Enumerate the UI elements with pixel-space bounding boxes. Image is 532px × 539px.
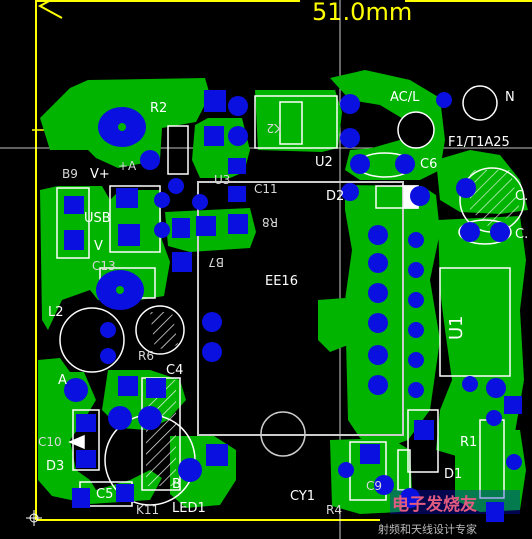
pads bbox=[64, 90, 522, 522]
label-plus: +A bbox=[118, 159, 137, 173]
label-c11: C11 bbox=[254, 182, 278, 196]
label-d3: D3 bbox=[46, 459, 64, 474]
label-r8: R8 bbox=[262, 215, 278, 229]
label-led1: LED1 bbox=[172, 501, 206, 516]
label-c5: C5 bbox=[96, 487, 113, 502]
label-c10: C10 bbox=[38, 435, 62, 449]
label-v: V bbox=[94, 239, 103, 254]
label-a: A bbox=[58, 373, 67, 388]
label-ac-l: AC/L bbox=[390, 90, 420, 105]
label-r2: R2 bbox=[150, 101, 167, 116]
board-outline bbox=[35, 0, 532, 521]
pad-holes bbox=[116, 123, 126, 294]
label-c-right2: C. bbox=[515, 227, 528, 242]
label-d2: D2 bbox=[326, 189, 344, 204]
label-c9: C9 bbox=[366, 479, 382, 493]
label-u1: U1 bbox=[446, 315, 467, 340]
label-c-right1: C. bbox=[515, 189, 528, 204]
label-k2: K2 bbox=[266, 121, 282, 135]
label-c13: C13 bbox=[92, 259, 116, 273]
label-vplus: V+ bbox=[90, 167, 110, 182]
origin-marker bbox=[26, 510, 42, 526]
label-usb: USB bbox=[84, 211, 111, 226]
label-u2: U2 bbox=[315, 155, 333, 170]
label-c4: C4 bbox=[166, 363, 183, 378]
label-b7: B7 bbox=[208, 255, 224, 269]
silk-labels: R2 AC/L N K2 F1/T1A25 U2 C6 C11 D2 B9 V+… bbox=[38, 90, 528, 517]
label-l2: L2 bbox=[48, 305, 64, 320]
watermark-main: 电子发烧友 bbox=[392, 494, 477, 515]
label-u3: U3 bbox=[214, 173, 230, 187]
label-b: B bbox=[172, 477, 181, 492]
label-f1: F1/T1A25 bbox=[448, 135, 510, 150]
watermark-sub: 射频和天线设计专家 bbox=[378, 522, 477, 536]
label-b9: B9 bbox=[62, 167, 78, 181]
label-r6: R6 bbox=[138, 349, 154, 363]
label-d1: D1 bbox=[444, 467, 462, 482]
label-r4: R4 bbox=[326, 503, 342, 517]
label-r1: R1 bbox=[460, 435, 477, 450]
label-k11: K11 bbox=[136, 503, 159, 517]
dimension-text: 51.0mm bbox=[312, 0, 412, 26]
label-ac-n: N bbox=[505, 90, 515, 105]
label-c6: C6 bbox=[420, 157, 437, 172]
label-transformer: EE16 bbox=[265, 274, 298, 289]
watermark: 电子发烧友 射频和天线设计专家 bbox=[378, 490, 520, 536]
label-cy1: CY1 bbox=[290, 489, 315, 504]
